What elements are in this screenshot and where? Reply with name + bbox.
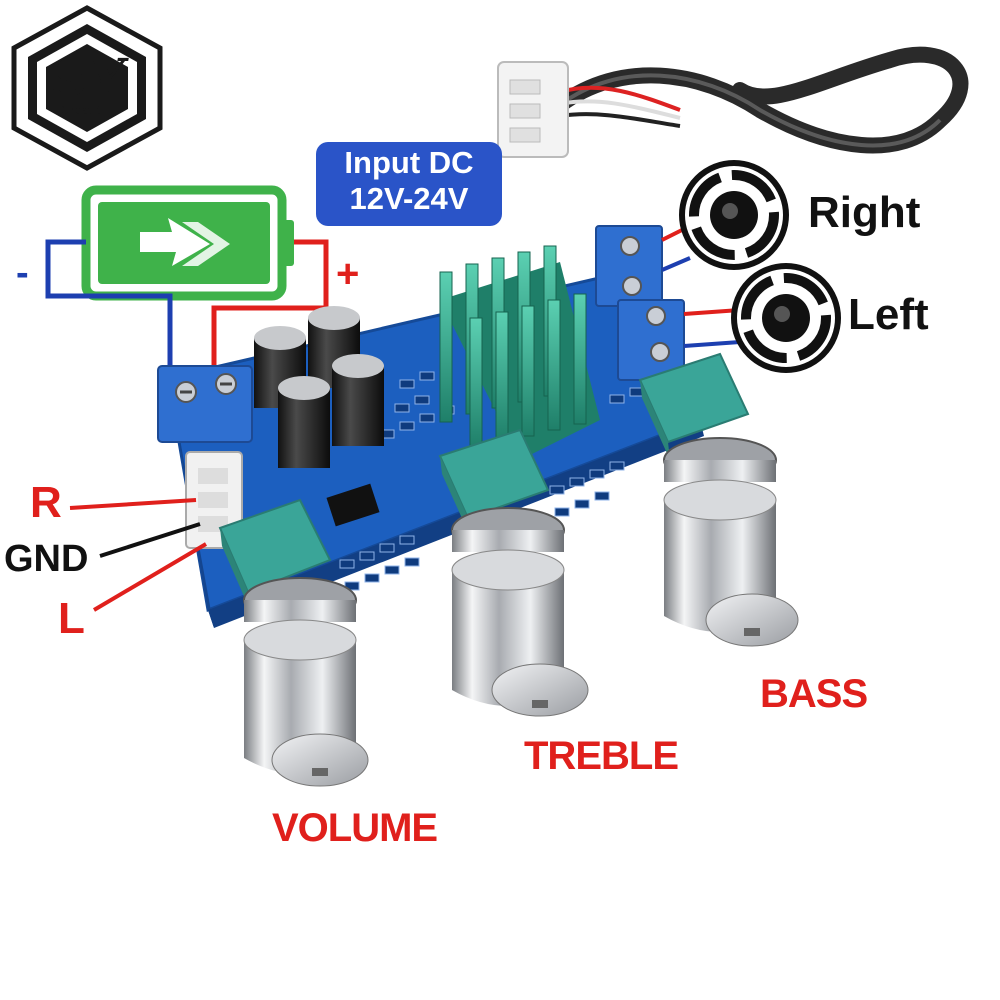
speaker-left-icon	[731, 263, 841, 373]
logo-letters: SY	[52, 48, 125, 109]
speaker-wires	[661, 224, 741, 348]
power-terminal	[157, 365, 253, 443]
signal-cable	[497, 46, 969, 158]
volume-knob	[243, 577, 369, 787]
bass-label: BASS	[760, 672, 868, 716]
brand-logo	[11, 5, 163, 171]
input-l-label: L	[58, 594, 85, 643]
logo-tagline: Great it	[61, 103, 101, 117]
input-dc-line2: 12V-24V	[349, 181, 469, 216]
treble-knob	[451, 507, 589, 717]
speaker-terminals	[595, 225, 685, 381]
bass-knob	[663, 437, 799, 647]
pot-volume	[218, 498, 332, 610]
plus-sign: +	[336, 252, 360, 296]
input-dc-badge	[316, 142, 502, 226]
speaker-right-label: Right	[808, 188, 921, 237]
input-r-label: R	[30, 478, 62, 527]
battery-icon	[81, 185, 294, 301]
minus-sign: -	[16, 252, 29, 294]
capacitors	[254, 306, 384, 468]
speaker-right-icon	[679, 160, 789, 270]
speaker-left-label: Left	[848, 290, 929, 339]
input-gnd-label: GND	[4, 538, 89, 580]
treble-label: TREBLE	[524, 734, 679, 778]
pot-bass	[638, 352, 750, 460]
input-dc-line1: Input DC	[344, 145, 474, 180]
volume-label: VOLUME	[272, 806, 438, 850]
audio-input-wires	[69, 498, 208, 612]
